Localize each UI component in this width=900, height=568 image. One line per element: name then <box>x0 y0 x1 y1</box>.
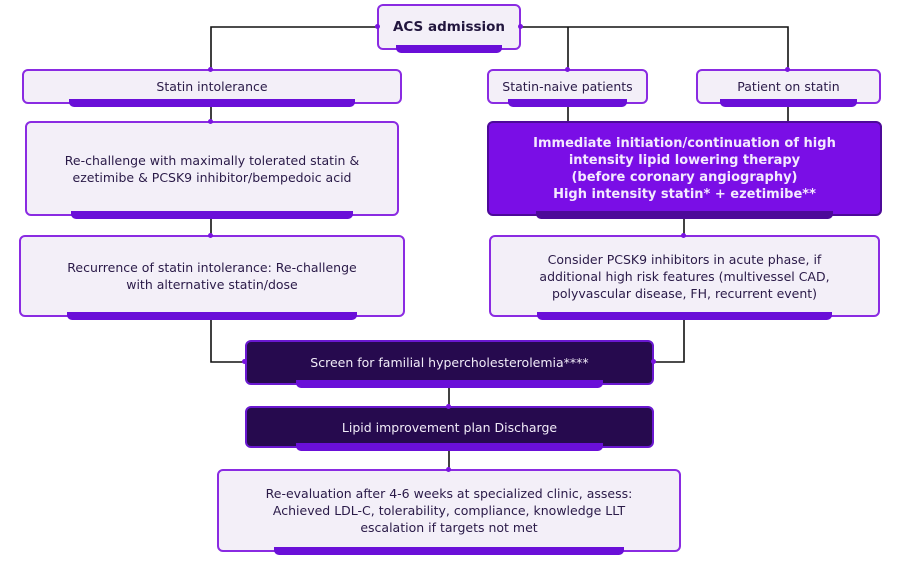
node-acs-admission-label: ACS admission <box>392 18 506 35</box>
node-immediate-initiation-label: Immediate initiation/continuation of hig… <box>533 135 836 202</box>
port-dot <box>446 404 451 409</box>
node-statin-intolerance-label: Statin intolerance <box>156 79 268 94</box>
node-consider-pcsk9: Consider PCSK9 inhibitors in acute phase… <box>489 235 880 320</box>
node-shadow <box>295 380 604 388</box>
node-shadow <box>71 211 353 219</box>
node-recurrence-label: Recurrence of statin intolerance: Re-cha… <box>67 260 357 292</box>
node-statin-naive: Statin-naive patients <box>487 69 648 107</box>
port-dot <box>208 67 213 72</box>
node-statin-intolerance: Statin intolerance <box>22 69 402 107</box>
edge-acs-to-statin-intolerance <box>210 26 378 69</box>
node-recurrence: Recurrence of statin intolerance: Re-cha… <box>19 235 405 320</box>
node-screen-fh-label: Screen for familial hypercholesterolemia… <box>310 355 589 370</box>
node-consider-pcsk9-label: Consider PCSK9 inhibitors in acute phase… <box>539 251 830 301</box>
node-shadow <box>537 312 832 320</box>
port-dot <box>208 233 213 238</box>
node-rechallenge-label: Re-challenge with maximally tolerated st… <box>64 152 360 185</box>
port-dot <box>242 359 247 364</box>
port-dot <box>785 67 790 72</box>
node-immediate-initiation: Immediate initiation/continuation of hig… <box>487 121 882 219</box>
node-rechallenge: Re-challenge with maximally tolerated st… <box>25 121 399 219</box>
port-dot <box>651 359 656 364</box>
edge-recurrence-to-screen-fh <box>210 316 245 363</box>
port-dot <box>446 467 451 472</box>
port-dot <box>518 24 523 29</box>
node-reevaluation: Re-evaluation after 4-6 weeks at special… <box>217 469 681 555</box>
node-shadow <box>535 211 834 219</box>
node-patient-on-statin: Patient on statin <box>696 69 881 107</box>
node-acs-admission: ACS admission <box>377 4 521 53</box>
edge-acs-to-statin-naive <box>520 26 789 69</box>
port-dot <box>208 119 213 124</box>
node-statin-naive-label: Statin-naive patients <box>502 79 633 94</box>
node-shadow <box>69 99 355 107</box>
node-lipid-plan-label: Lipid improvement plan Discharge <box>341 419 558 435</box>
node-shadow <box>719 99 858 107</box>
node-shadow <box>274 547 624 555</box>
node-shadow <box>507 99 628 107</box>
edge-consider-pcsk9-to-screen-fh <box>653 316 685 363</box>
node-screen-fh: Screen for familial hypercholesterolemia… <box>245 340 654 388</box>
port-dot <box>375 24 380 29</box>
node-patient-on-statin-label: Patient on statin <box>737 79 840 94</box>
node-shadow <box>395 45 503 53</box>
port-dot <box>565 67 570 72</box>
node-shadow <box>295 443 604 451</box>
port-dot <box>681 233 686 238</box>
node-shadow <box>66 312 358 320</box>
node-reevaluation-label: Re-evaluation after 4-6 weeks at special… <box>265 486 633 535</box>
node-lipid-plan: Lipid improvement plan Discharge <box>245 406 654 451</box>
